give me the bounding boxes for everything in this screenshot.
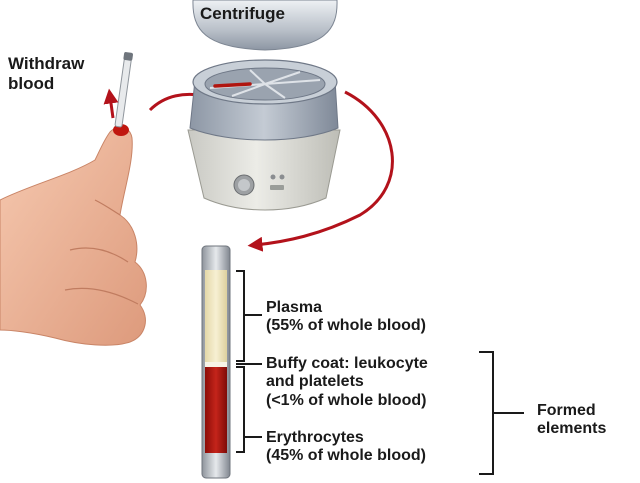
- test-tube-icon: [201, 245, 231, 479]
- centrifuge-label: Centrifuge: [200, 4, 285, 23]
- centrifuge-icon: [187, 0, 341, 211]
- formed-elements-label: Formed elements: [537, 402, 607, 438]
- plasma-layer: [205, 270, 227, 362]
- plasma-label: Plasma (55% of whole blood): [266, 299, 426, 335]
- capillary-tube-icon: [114, 52, 133, 128]
- withdraw-blood-label: Withdraw blood: [8, 54, 85, 93]
- withdraw-arrow: [103, 88, 119, 119]
- to-tube-arrow: [247, 90, 394, 252]
- erythrocytes-label: Erythrocytes (45% of whole blood): [266, 429, 426, 465]
- layer-brackets: [236, 270, 524, 475]
- buffy-coat-label: Buffy coat: leukocyte and platelets (<1%…: [266, 355, 428, 409]
- erythrocyte-layer: [205, 367, 227, 453]
- hand-holding-tube-icon: [0, 52, 147, 346]
- buffy-coat-layer: [205, 362, 227, 367]
